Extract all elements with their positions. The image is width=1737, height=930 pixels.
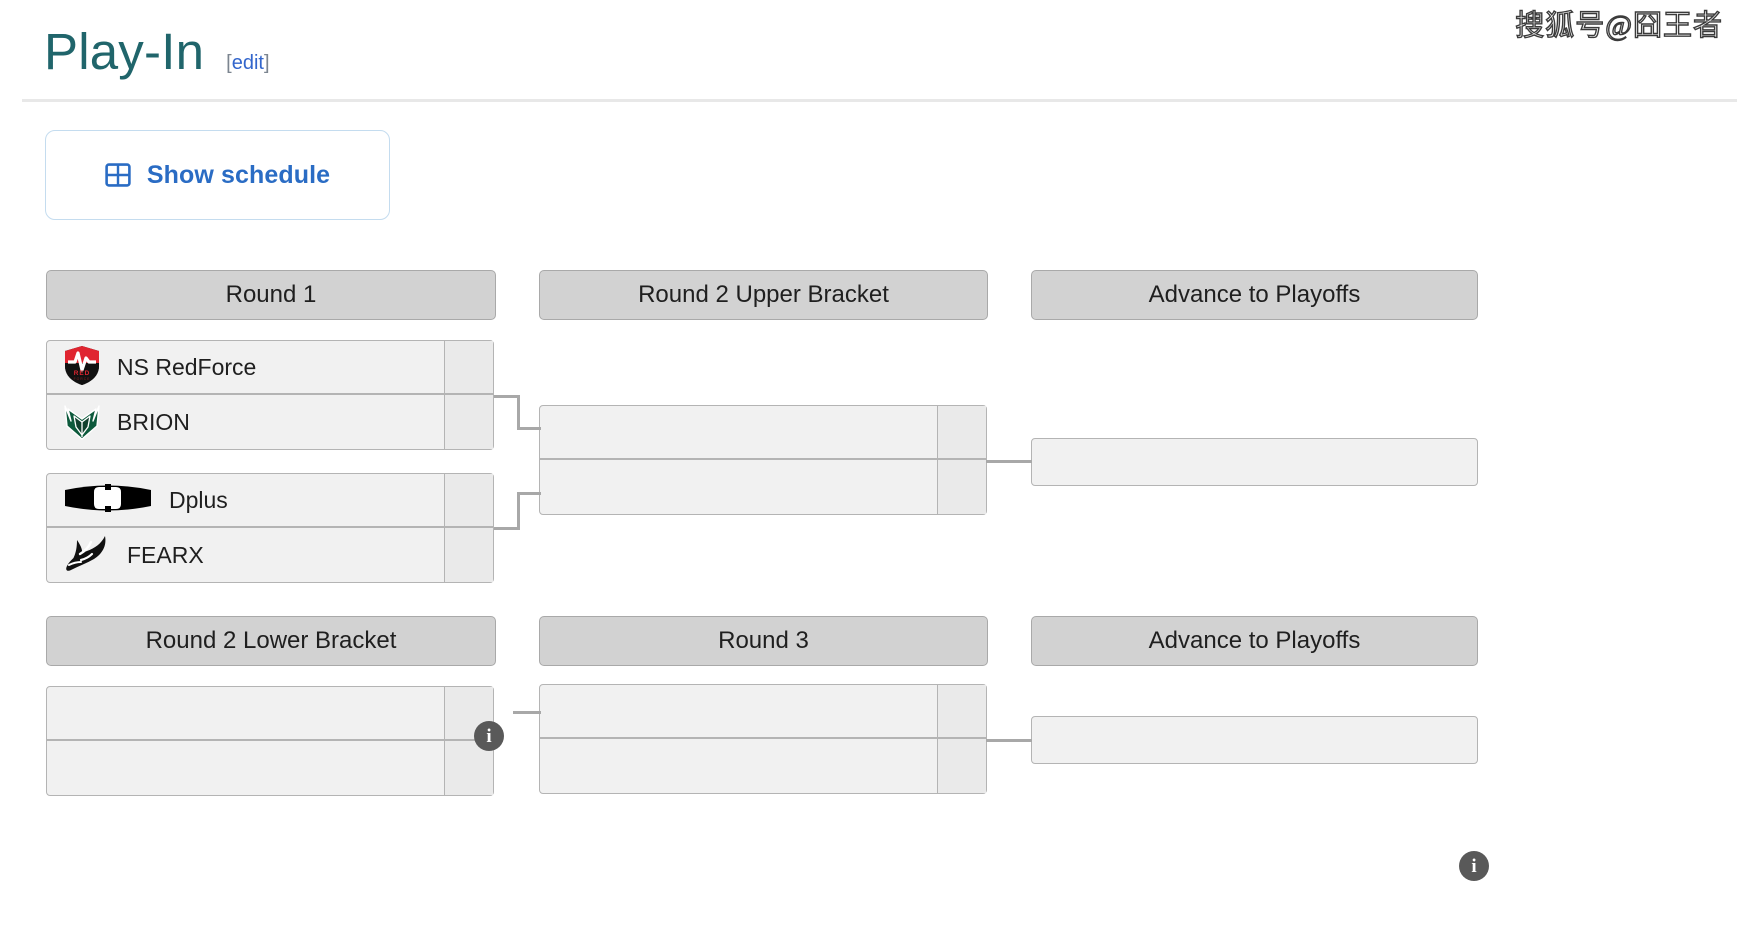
edit-bracket-close: ]	[263, 52, 270, 74]
ns-redforce-logo: RED FORCE	[61, 344, 103, 391]
round-header-round-2-lower: Round 2 Lower Bracket	[46, 616, 496, 666]
match-opponent-row[interactable]: Dplus	[47, 474, 493, 528]
dplus-logo	[61, 481, 155, 520]
match-info-icon[interactable]: i	[474, 721, 504, 751]
score-cell	[937, 406, 986, 458]
round-header-label: Round 2 Lower Bracket	[145, 627, 397, 654]
svg-text:RED: RED	[74, 370, 91, 377]
connector-segment	[517, 492, 520, 530]
connector-segment	[494, 395, 520, 398]
score-cell	[444, 395, 493, 449]
round-header-round-2-upper: Round 2 Upper Bracket	[539, 270, 988, 320]
team-name: FEARX	[127, 541, 204, 568]
match-r2u-m1[interactable]: i	[539, 405, 1489, 881]
match-opponent-row[interactable]	[1032, 717, 1477, 763]
svg-text:FORCE: FORCE	[74, 377, 91, 381]
connector-segment	[494, 527, 520, 530]
team-name: BRION	[117, 408, 190, 435]
round-header-label: Round 3	[718, 627, 809, 654]
match-opponent-row[interactable]	[1032, 439, 1477, 485]
match-r1-m2[interactable]: Dplus FEARX	[46, 473, 494, 583]
advance-slot-lower[interactable]	[1031, 716, 1478, 764]
show-schedule-label: Show schedule	[146, 160, 331, 189]
connector-segment	[986, 739, 1032, 742]
team-name: NS RedForce	[117, 353, 257, 380]
page-heading: Play-In [edit]	[44, 26, 270, 77]
connector-segment	[517, 492, 541, 495]
connector-segment	[517, 395, 520, 430]
watermark-text: 搜狐号@囧王者	[1515, 10, 1723, 42]
round-header-label: Advance to Playoffs	[1148, 627, 1361, 654]
match-opponent-row[interactable]: RED FORCE NS RedForce	[47, 341, 493, 395]
edit-section-link[interactable]: [edit]	[226, 52, 269, 75]
round-header-advance-upper: Advance to Playoffs	[1031, 270, 1478, 320]
connector-segment	[513, 711, 541, 714]
team-cell[interactable]: Dplus	[47, 481, 444, 520]
round-header-round-3: Round 3	[539, 616, 988, 666]
match-r3-m1[interactable]: i	[539, 684, 987, 794]
fearx-logo	[61, 532, 113, 579]
round-header-label: Advance to Playoffs	[1148, 281, 1361, 308]
edit-bracket-open: [	[226, 52, 232, 74]
match-opponent-row[interactable]: FEARX	[47, 528, 493, 582]
round-header-label: Round 2 Upper Bracket	[638, 281, 889, 308]
match-r1-m1[interactable]: RED FORCE NS RedForce	[46, 340, 504, 751]
brion-logo	[61, 399, 103, 446]
connector-segment	[517, 427, 541, 430]
match-r2l-m1[interactable]: i	[46, 686, 494, 796]
round-header-round-1: Round 1	[46, 270, 496, 320]
score-cell	[444, 474, 493, 526]
match-opponent-row[interactable]	[540, 460, 986, 514]
match-opponent-row[interactable]: BRION	[47, 395, 493, 449]
team-name: Dplus	[169, 486, 228, 513]
match-info-icon[interactable]: i	[1459, 851, 1489, 881]
score-cell	[444, 341, 493, 393]
team-cell[interactable]: RED FORCE NS RedForce	[47, 344, 444, 391]
match-opponent-row[interactable]	[540, 406, 986, 460]
score-cell	[937, 685, 986, 737]
page-title: Play-In	[44, 23, 205, 80]
match-opponent-row[interactable]	[540, 685, 986, 739]
round-header-label: Round 1	[225, 281, 317, 308]
score-cell	[937, 739, 986, 793]
heading-divider	[22, 99, 1737, 102]
connector-segment	[986, 460, 1032, 463]
match-opponent-row[interactable]	[540, 739, 986, 793]
match-opponent-row[interactable]	[47, 687, 493, 741]
team-cell[interactable]: FEARX	[47, 532, 444, 579]
show-schedule-button[interactable]: Show schedule	[45, 130, 390, 220]
score-cell	[444, 528, 493, 582]
match-opponent-row[interactable]	[47, 741, 493, 795]
advance-slot-upper[interactable]	[1031, 438, 1478, 486]
round-header-advance-lower: Advance to Playoffs	[1031, 616, 1478, 666]
edit-link-label[interactable]: edit	[231, 52, 264, 74]
score-cell	[937, 460, 986, 514]
table-grid-icon	[105, 162, 131, 188]
team-cell[interactable]: BRION	[47, 399, 444, 446]
